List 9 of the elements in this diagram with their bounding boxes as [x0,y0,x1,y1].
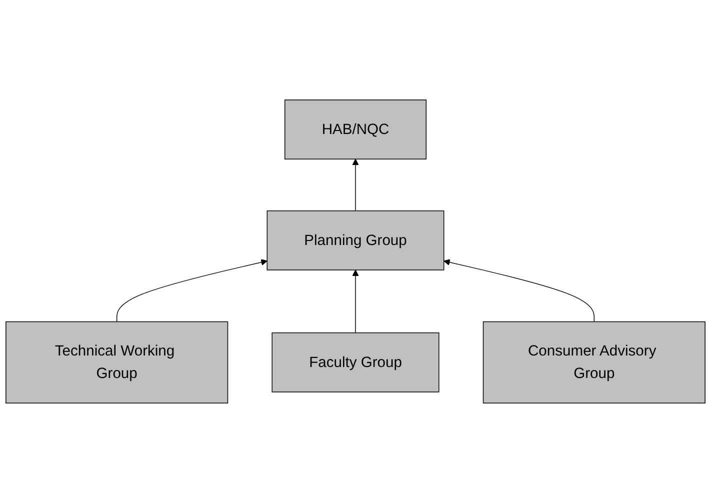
node-box: HAB/NQC [284,99,427,159]
node-box: Faculty Group [272,332,440,392]
node-box: Technical Working Group [6,320,228,403]
node-box: Consumer Advisory Group [482,320,706,403]
arrow [352,158,359,211]
arrow [444,258,595,322]
arrow [116,258,268,322]
arrow [352,269,359,333]
node-box: Planning Group [266,210,444,270]
